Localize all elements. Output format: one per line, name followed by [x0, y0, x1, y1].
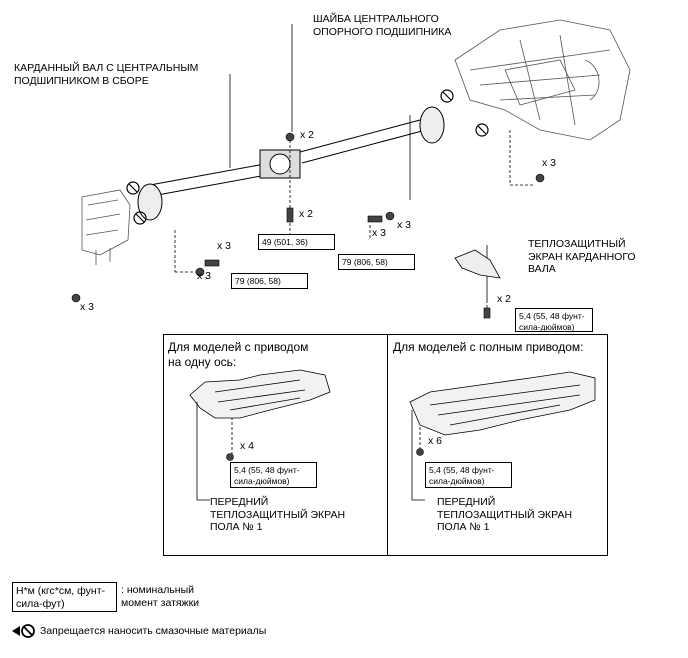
torque-rear: 79 (806, 58)	[231, 273, 308, 289]
label-washer: ШАЙБА ЦЕНТРАЛЬНОГО ОПОРНОГО ПОДШИПНИКА	[313, 13, 452, 38]
panel-4wd	[387, 334, 608, 556]
label-4wd-part: ПЕРЕДНИЙ ТЕПЛОЗАЩИТНЫЙ ЭКРАН ПОЛА № 1	[437, 496, 573, 533]
label-2wd-part: ПЕРЕДНИЙ ТЕПЛОЗАЩИТНЫЙ ЭКРАН ПОЛА № 1	[210, 496, 346, 533]
qty-4wd-bolt: x 6	[428, 435, 443, 447]
no-grease-icon	[12, 623, 36, 639]
fasteners	[71, 132, 545, 461]
qty-front-washer: x 3	[397, 219, 412, 231]
panel-2wd-title: Для моделей с приводом на одну ось:	[168, 340, 309, 369]
legend-torque-unit: Н*м (кгс*см, фунт- сила-фут)	[12, 582, 117, 612]
label-shaft-heat-shield: ТЕПЛОЗАЩИТНЫЙ ЭКРАН КАРДАННОГО ВАЛА	[528, 238, 636, 275]
qty-engine-nut: x 3	[542, 157, 557, 169]
qty-front-bolt: x 3	[372, 227, 387, 239]
torque-4wd: 5,4 (55, 48 фунт- сила-дюймов)	[425, 462, 512, 488]
shaft-heat-shield-drawing	[454, 249, 501, 279]
qty-rear-washer: x 3	[197, 270, 212, 282]
panel-leaders	[196, 402, 425, 501]
drive-shaft	[137, 106, 445, 221]
torque-center: 49 (501, 36)	[258, 234, 335, 250]
qty-2wd-bolt: x 4	[240, 440, 255, 452]
torque-front: 79 (806, 58)	[338, 254, 415, 270]
engine-drawing	[454, 19, 631, 141]
torque-shield: 5,4 (55, 48 фунт- сила-дюймов)	[515, 308, 593, 332]
qty-washer: x 2	[300, 129, 315, 141]
floor-heat-shield-4wd	[409, 371, 596, 436]
torque-2wd: 5,4 (55, 48 фунт- сила-дюймов)	[230, 462, 317, 488]
floor-heat-shield-2wd	[189, 369, 331, 419]
panel-4wd-title: Для моделей с полным приводом:	[393, 340, 584, 354]
label-shaft-assembly: КАРДАННЫЙ ВАЛ С ЦЕНТРАЛЬНЫМ ПОДШИПНИКОМ …	[14, 62, 199, 87]
legend-no-grease: Запрещается наносить смазочные материалы	[40, 625, 267, 637]
transmission-drawing	[81, 189, 131, 265]
qty-rear-bolt: x 3	[217, 240, 232, 252]
no-grease-marks	[126, 89, 489, 225]
legend-torque-desc: : номинальный момент затяжки	[121, 584, 200, 609]
qty-center-bolt: x 2	[299, 208, 314, 220]
qty-trans-nut: x 3	[80, 301, 95, 313]
qty-shield-bolt: x 2	[497, 293, 512, 305]
